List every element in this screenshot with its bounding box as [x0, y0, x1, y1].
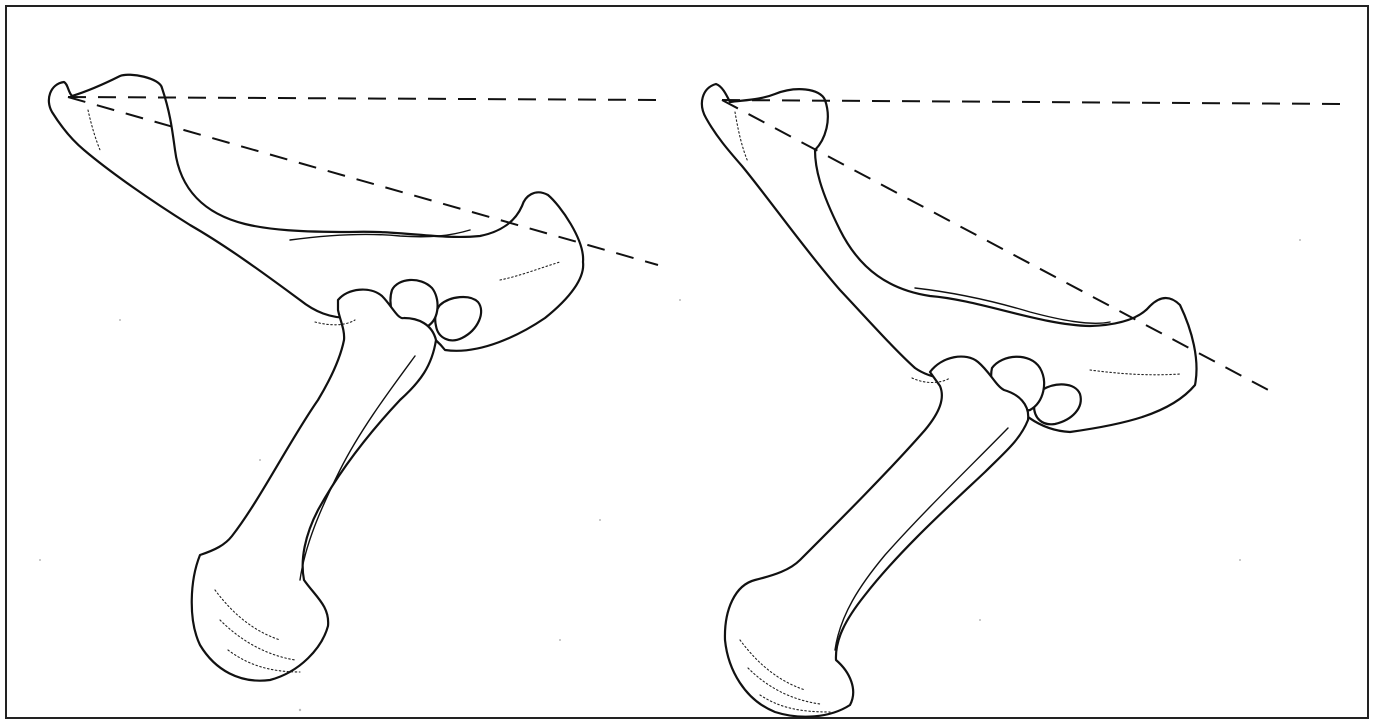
anatomical-figure — [0, 0, 1373, 724]
